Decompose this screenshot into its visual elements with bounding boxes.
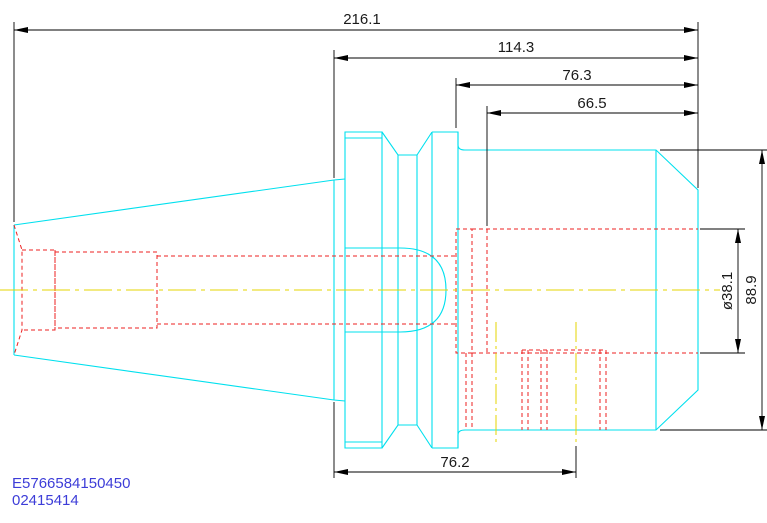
dim-bore-diameter: ø38.1 <box>719 272 736 310</box>
centerlines <box>0 289 720 446</box>
dim-body-diameter: 88.9 <box>743 275 760 304</box>
dim-overall-length: 216.1 <box>343 11 381 28</box>
hidden-lines <box>13 224 698 430</box>
dim-length-76-bottom: 76.2 <box>440 454 469 471</box>
dim-length-66: 66.5 <box>577 95 606 112</box>
dim-length-114: 114.3 <box>498 39 534 56</box>
dim-length-76-top: 76.3 <box>562 67 591 84</box>
part-code-line2: 02415414 <box>12 492 79 509</box>
part-code-line1: E5766584150450 <box>12 475 130 492</box>
dimension-lines <box>13 22 767 478</box>
